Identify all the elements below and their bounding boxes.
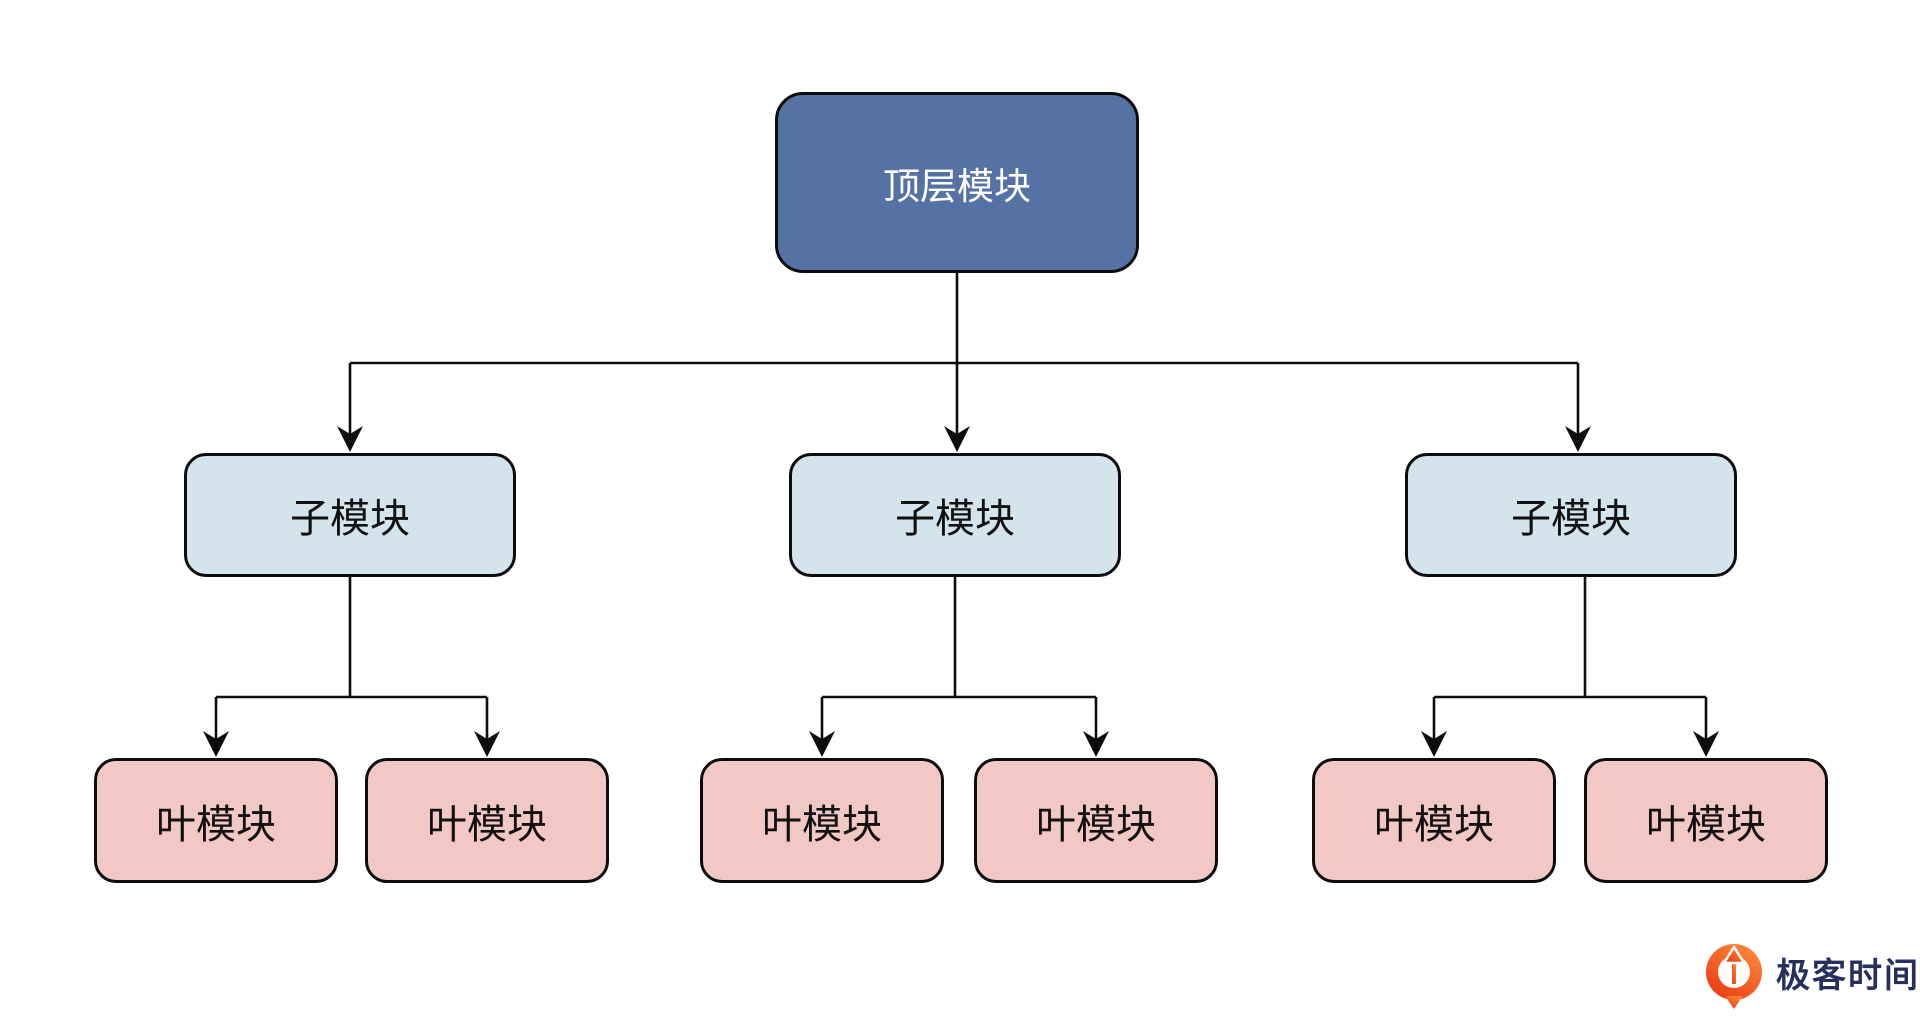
node-leaf-module-5-label: 叶模块 [1374,802,1494,847]
node-top-module: 顶层模块 [775,92,1139,273]
node-leaf-module-6-label: 叶模块 [1646,802,1766,847]
node-sub-module-2-label: 子模块 [895,497,1015,541]
node-top-module-label: 顶层模块 [883,165,1031,207]
node-sub-module-1-label: 子模块 [290,497,410,541]
node-leaf-module-2-label: 叶模块 [427,802,547,847]
arrowhead-leaf-5 [1421,731,1447,757]
node-sub-module-3: 子模块 [1405,453,1737,577]
arrowhead-leaf-2 [474,731,500,757]
node-leaf-module-5: 叶模块 [1312,758,1556,883]
node-sub-module-2: 子模块 [789,453,1121,577]
arrowhead-leaf-3 [809,731,835,757]
arrowhead-child-1 [337,426,363,452]
geektime-logo: 极客时间 [1700,941,1920,1011]
arrowhead-leaf-1 [203,731,229,757]
arrowhead-child-2 [944,426,970,452]
node-leaf-module-3-label: 叶模块 [762,802,882,847]
node-leaf-module-3: 叶模块 [700,758,944,883]
node-sub-module-3-label: 子模块 [1511,497,1631,541]
arrowhead-child-3 [1565,426,1591,452]
geektime-logo-text: 极客时间 [1776,957,1920,995]
node-leaf-module-1: 叶模块 [94,758,338,883]
arrowhead-leaf-6 [1693,731,1719,757]
node-leaf-module-4-label: 叶模块 [1036,802,1156,847]
node-leaf-module-2: 叶模块 [365,758,609,883]
node-leaf-module-4: 叶模块 [974,758,1218,883]
geektime-logo-icon [1706,944,1762,1009]
node-leaf-module-6: 叶模块 [1584,758,1828,883]
arrowhead-leaf-4 [1083,731,1109,757]
node-sub-module-1: 子模块 [184,453,516,577]
node-leaf-module-1-label: 叶模块 [156,802,276,847]
